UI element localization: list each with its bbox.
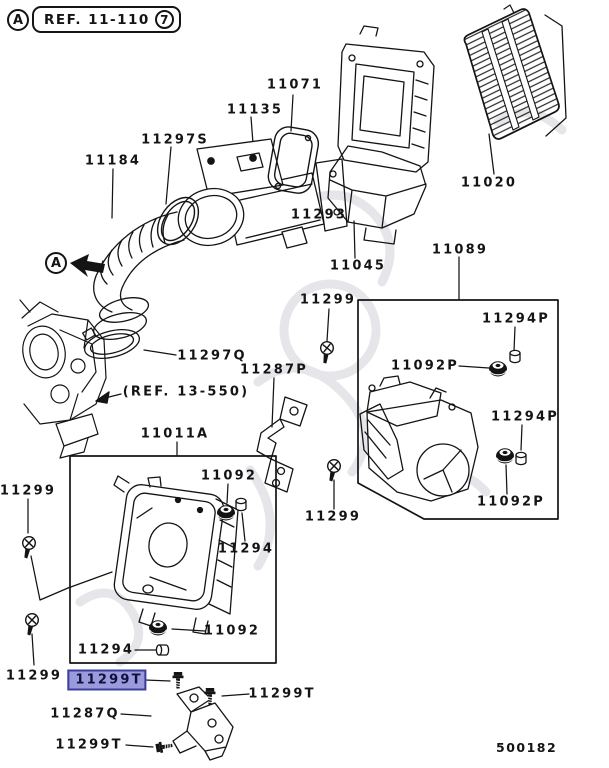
part-label-11092p-18[interactable]: 11092P <box>477 494 545 510</box>
maf-sensor-11135-drawing <box>177 138 348 249</box>
part-label-11297q-10[interactable]: 11297Q <box>177 348 247 364</box>
ref-11-110-number-badge: 7 <box>154 10 174 29</box>
part-label-11294-15[interactable]: 11294 <box>217 541 275 557</box>
view-marker-a-hose-label: A <box>50 255 62 271</box>
part-label-11299-19[interactable]: 11299 <box>304 509 362 525</box>
part-label-11184-3[interactable]: 11184 <box>84 153 142 169</box>
part-label-11020-27[interactable]: 11020 <box>460 175 518 191</box>
bracket-11287p-drawing <box>256 396 308 493</box>
part-label-11011a-13[interactable]: 11011A <box>140 426 210 442</box>
part-label-11299t-24[interactable]: 11299T <box>248 686 316 702</box>
view-marker-a-header: A <box>7 9 29 31</box>
air-cleaner-housing-drawing <box>113 475 239 635</box>
group-box-11089 <box>357 299 559 520</box>
part-label-11294-21[interactable]: 11294 <box>77 642 135 658</box>
part-label-11299-16[interactable]: 11299 <box>0 483 57 499</box>
air-hose-11184-drawing <box>82 211 185 359</box>
group-box-11011a <box>69 455 277 664</box>
view-a-arrow <box>70 254 105 277</box>
part-label-11299t-26[interactable]: 11299T <box>55 737 123 753</box>
bolt-icons <box>154 671 217 755</box>
diagram-code: 500182 <box>496 740 558 755</box>
ref-13-550-arrowhead <box>95 391 110 404</box>
part-label-11092p-9[interactable]: 11092P <box>391 358 459 374</box>
part-label-11287p-12[interactable]: 11287P <box>240 362 308 378</box>
air-filter-11020-drawing <box>463 4 567 140</box>
part-label-11299t-23[interactable]: 11299T <box>67 669 147 691</box>
bracket-11287q-drawing <box>172 686 234 761</box>
part-label-11299-7[interactable]: 11299 <box>299 292 357 308</box>
part-label-11071-0[interactable]: 11071 <box>266 77 324 93</box>
part-label-ref13550-11[interactable]: (REF. 13-550) <box>122 384 250 400</box>
part-label-11294p-17[interactable]: 11294P <box>491 409 559 425</box>
ref-11-110-link[interactable]: REF. 11-110 7 <box>32 6 181 33</box>
ref-11-110-number: 7 <box>160 12 169 27</box>
air-cleaner-case-11045-drawing <box>327 25 435 245</box>
view-marker-a-hose: A <box>45 252 67 274</box>
part-label-11294p-8[interactable]: 11294P <box>482 311 550 327</box>
part-label-11135-1[interactable]: 11135 <box>226 102 284 118</box>
part-label-11293-4[interactable]: 11293 <box>290 207 348 223</box>
ref-11-110-label: REF. 11-110 <box>44 11 150 28</box>
view-marker-a-header-label: A <box>12 12 24 28</box>
part-label-11299-22[interactable]: 11299 <box>5 668 63 684</box>
resonator-drawing <box>359 375 479 502</box>
o-ring-11297s-drawing <box>156 196 200 246</box>
part-label-11045-5[interactable]: 11045 <box>329 258 387 274</box>
part-label-11089-6[interactable]: 11089 <box>431 242 489 258</box>
part-label-11297s-2[interactable]: 11297S <box>141 132 209 148</box>
part-label-11092-20[interactable]: 11092 <box>203 623 261 639</box>
throttle-body-drawing <box>19 299 107 459</box>
part-label-11092-14[interactable]: 11092 <box>200 468 258 484</box>
part-label-11287q-25[interactable]: 11287Q <box>50 706 120 722</box>
gasket-11071-drawing <box>267 126 320 194</box>
